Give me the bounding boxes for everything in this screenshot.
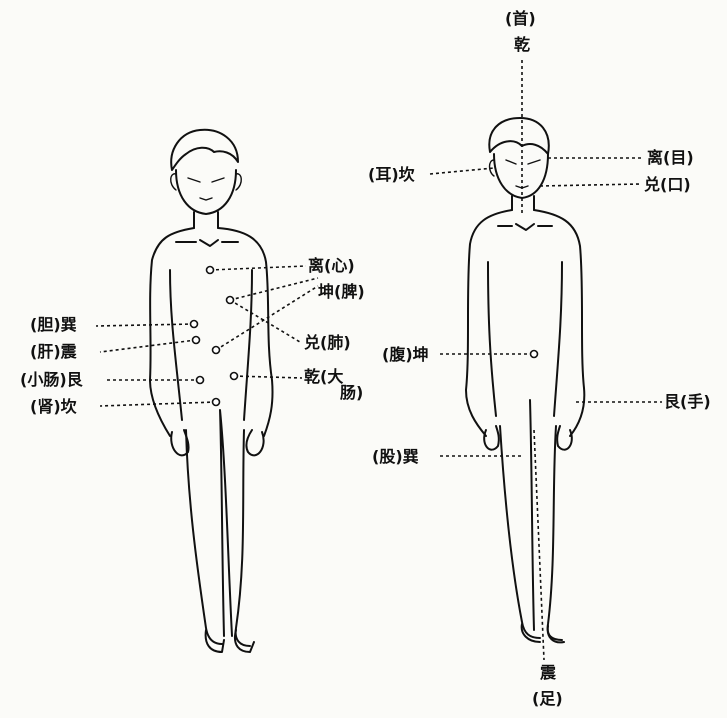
label-kan-kidney: (肾)坎 <box>30 398 77 416</box>
label-foot-paren: (足) <box>532 690 563 708</box>
label-zhen-liver: (肝)震 <box>30 343 77 361</box>
back-legs <box>500 400 562 640</box>
label-qian-large-intestine-1: 乾(大 <box>304 368 343 386</box>
label-head-trigram: 乾 <box>514 36 530 54</box>
label-gen-hand: 艮(手) <box>664 393 711 411</box>
front-hair <box>171 130 238 170</box>
label-kan-ear: (耳)坎 <box>368 166 415 184</box>
label-qian-large-intestine-2: 肠) <box>340 384 363 402</box>
label-xun-gallbladder: (胆)巽 <box>30 316 77 334</box>
back-figure <box>430 60 662 660</box>
label-foot-trigram: 震 <box>540 664 556 682</box>
label-kun-spleen: 坤(脾) <box>318 283 365 301</box>
back-torso <box>466 210 584 436</box>
point-lung <box>213 347 220 354</box>
point-heart <box>207 267 214 274</box>
front-face <box>176 170 236 214</box>
label-dui-lung: 兑(肺) <box>304 334 351 352</box>
point-spleen <box>227 297 234 304</box>
label-li-heart: 离(心) <box>308 257 355 275</box>
label-xun-thigh: (股)巽 <box>372 448 419 466</box>
point-small-intestine <box>197 377 204 384</box>
front-torso <box>150 228 273 436</box>
label-li-eye: 离(目) <box>647 149 694 167</box>
point-large-intestine <box>231 373 238 380</box>
front-legs <box>186 410 250 646</box>
point-gallbladder <box>191 321 198 328</box>
label-kun-abdomen: (腹)坤 <box>382 346 429 364</box>
back-hair <box>489 118 548 154</box>
label-dui-mouth: 兑(口) <box>644 176 691 194</box>
label-head-paren: (首) <box>505 10 536 28</box>
point-kidney <box>213 399 220 406</box>
point-liver <box>193 337 200 344</box>
front-figure <box>96 130 318 652</box>
point-abdomen <box>531 351 538 358</box>
label-gen-small-intestine: (小肠)艮 <box>20 371 83 389</box>
